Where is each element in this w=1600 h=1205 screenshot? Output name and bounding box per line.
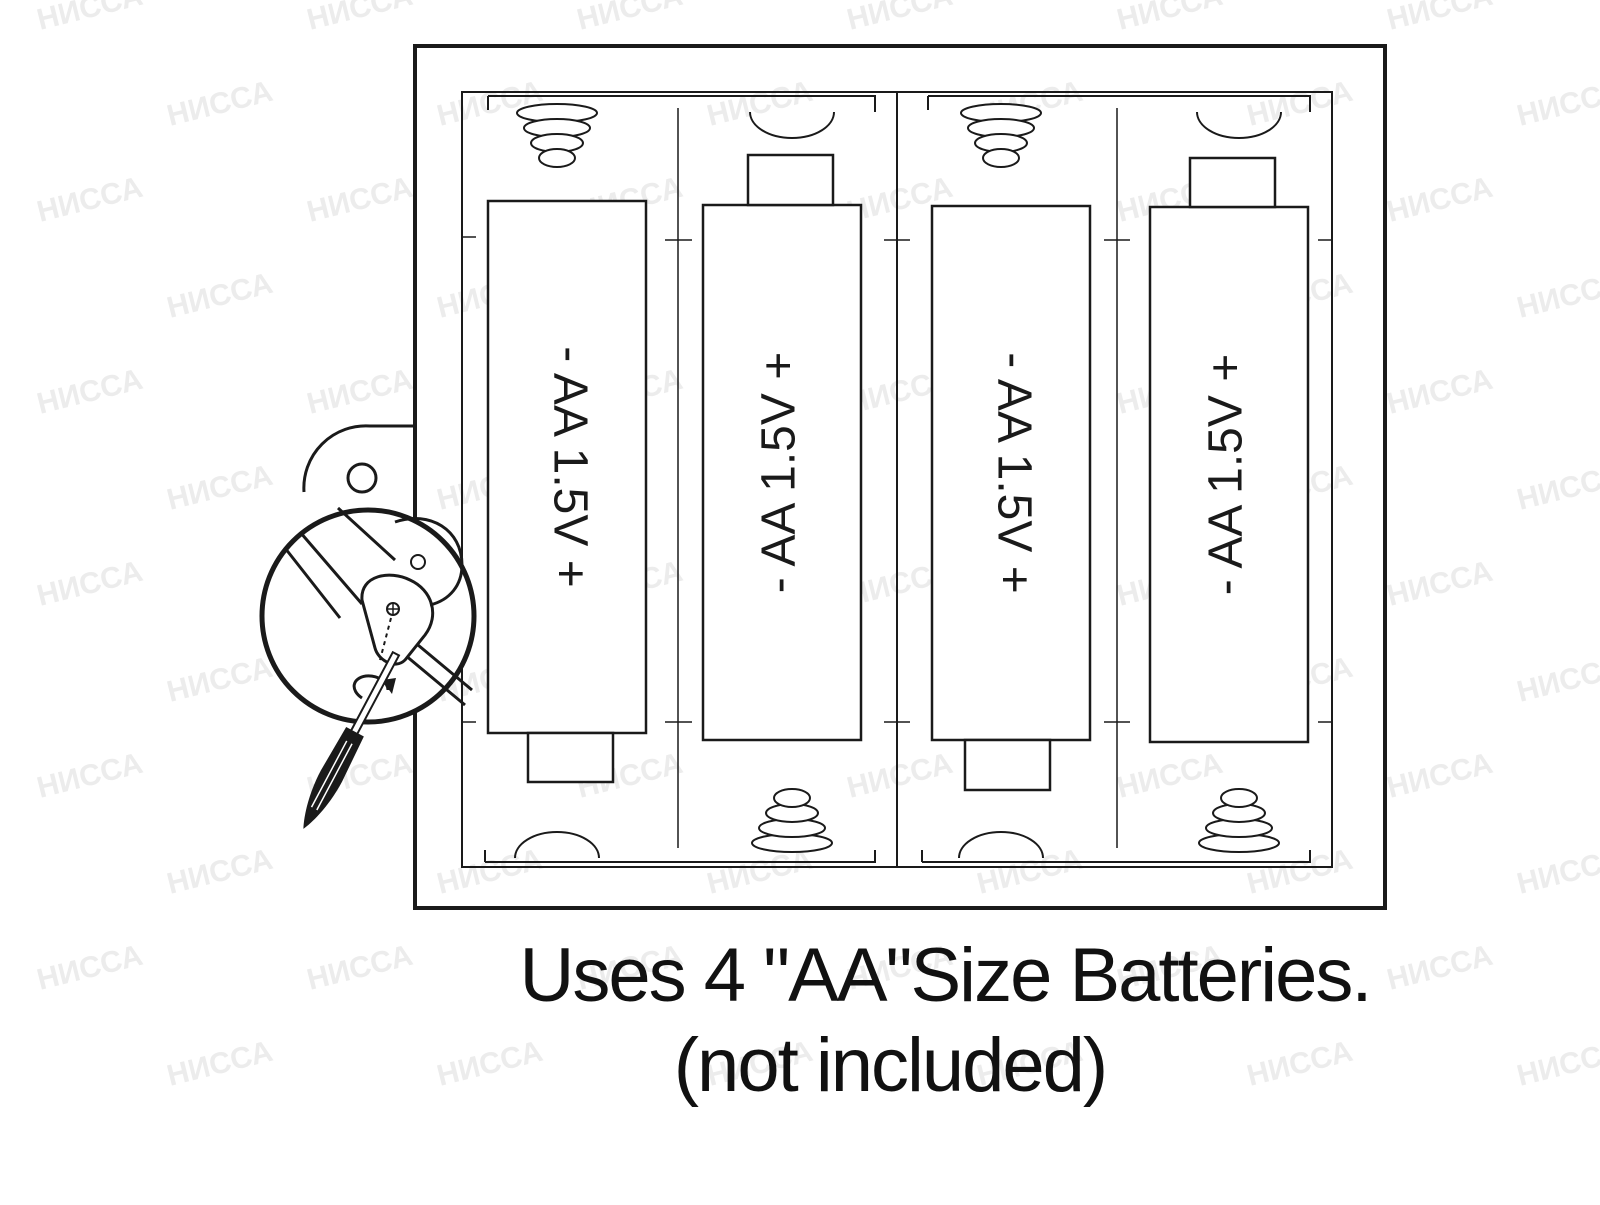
battery-contact-plate-icon <box>921 850 1311 863</box>
watermark-text: НИССА <box>1514 267 1600 325</box>
watermark-text: НИССА <box>164 267 276 325</box>
watermark-text: НИССА <box>164 75 276 133</box>
battery-layer: - AA 1.5V + - AA 1.5V + - AA 1.5V + - AA 1.… <box>486 103 1310 859</box>
battery-label: - AA 1.5V + <box>1200 354 1253 596</box>
caption-line1: Uses 4 "AA"Size Batteries. <box>519 933 1373 1018</box>
caption-line2: (not included) <box>673 1023 1109 1108</box>
watermark-text: НИССА <box>1114 0 1226 37</box>
watermark-text: НИССА <box>1384 747 1496 805</box>
watermark-text: НИССА <box>34 171 146 229</box>
battery-aa: - AA 1.5V + <box>701 153 863 742</box>
watermark-text: НИССА <box>1514 459 1600 517</box>
watermark-text: НИССА <box>1514 75 1600 133</box>
watermark-text: НИССА <box>434 843 546 901</box>
battery-aa: - AA 1.5V + <box>486 199 648 784</box>
screwdriver-icon <box>303 650 401 829</box>
watermark-text: НИССА <box>1384 171 1496 229</box>
battery-contact-plate-icon <box>487 95 876 112</box>
screw-icon <box>410 554 426 570</box>
battery-terminal <box>1188 156 1277 209</box>
watermark-text: НИССА <box>574 0 686 37</box>
watermark-text: НИССА <box>304 0 416 37</box>
battery-contact-plate-icon <box>927 95 1311 112</box>
watermark-text: НИССА <box>304 171 416 229</box>
battery-spring-icon <box>1198 788 1280 853</box>
compartment-frame <box>413 44 1387 910</box>
watermark-text: НИССА <box>844 0 956 37</box>
watermark-text: НИССА <box>164 459 276 517</box>
watermark-text: НИССА <box>974 843 1086 901</box>
watermark-text: НИССА <box>1384 0 1496 37</box>
battery-aa: - AA 1.5V + <box>930 204 1092 792</box>
battery-contact-dome-icon <box>1196 111 1282 139</box>
watermark-text: НИССА <box>844 747 956 805</box>
watermark-text: НИССА <box>164 651 276 709</box>
battery-terminal <box>526 731 615 784</box>
battery-contact-plate-icon <box>484 850 876 863</box>
watermark-text: НИССА <box>1514 843 1600 901</box>
mounting-hole <box>346 462 378 494</box>
mounting-tab <box>302 424 415 493</box>
magnified-detail <box>259 506 477 725</box>
watermark-text: НИССА <box>1384 363 1496 421</box>
battery-contact-dome-icon <box>514 831 600 859</box>
battery-label: - AA 1.5V + <box>753 352 806 594</box>
battery-spring-icon <box>960 103 1042 168</box>
watermark-text: НИССА <box>34 555 146 613</box>
watermark-text: НИССА <box>1114 747 1226 805</box>
watermark-text: НИССА <box>1384 555 1496 613</box>
watermark-text: НИССА <box>34 363 146 421</box>
battery-label: - AA 1.5V + <box>987 352 1040 594</box>
watermark-text: НИССА <box>704 75 816 133</box>
watermark-text: НИССА <box>164 843 276 901</box>
battery-contact-dome-icon <box>958 831 1044 859</box>
battery-contact-dome-icon <box>749 111 835 139</box>
battery-terminal <box>963 738 1052 792</box>
watermark-text: НИССА <box>34 0 146 37</box>
watermark-text: НИССА <box>1244 75 1356 133</box>
battery-spring-icon <box>516 103 598 168</box>
battery-terminal <box>746 153 835 207</box>
watermark-text: НИССА <box>1514 651 1600 709</box>
holder-tabs <box>462 236 1332 723</box>
battery-spring-icon <box>751 788 833 853</box>
battery-aa: - AA 1.5V + <box>1148 156 1310 744</box>
watermark-text: НИССА <box>304 363 416 421</box>
watermark-text: НИССА <box>34 747 146 805</box>
battery-label: - AA 1.5V + <box>543 346 596 588</box>
